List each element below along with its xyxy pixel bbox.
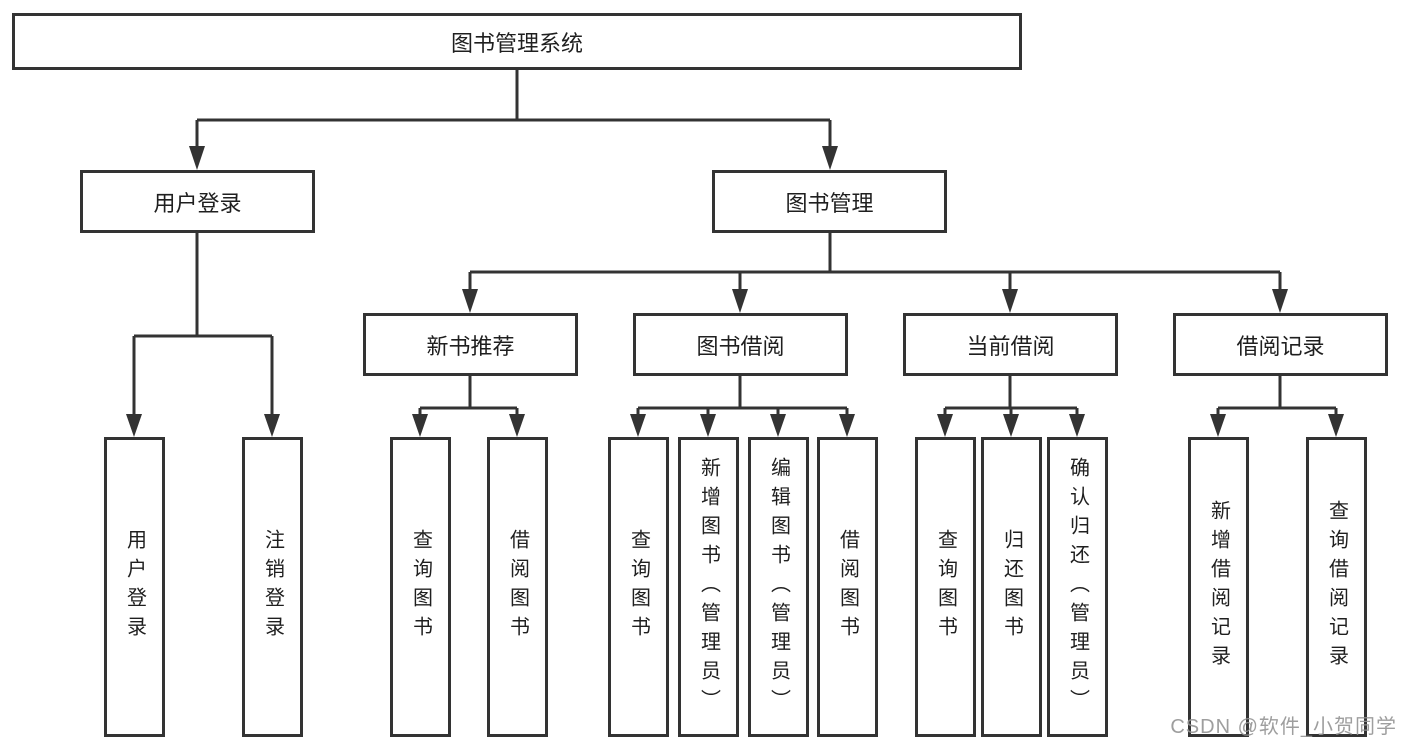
leaf-edit-book-admin-label: 编辑图书（管理员）	[767, 456, 790, 718]
leaf-add-book-admin: 新增图书（管理员）	[678, 437, 739, 737]
leaf-user-login: 用户登录	[104, 437, 165, 737]
leaf-logout: 注销登录	[242, 437, 303, 737]
leaf-borrow-books-borrowing: 借阅图书	[817, 437, 878, 737]
leaf-user-login-label: 用户登录	[123, 529, 146, 645]
leaf-query-books-recommend-label: 查询图书	[409, 529, 432, 645]
leaf-borrow-books-recommend-label: 借阅图书	[506, 529, 529, 645]
node-current-borrowing: 当前借阅	[903, 313, 1118, 376]
leaf-query-books-borrowing: 查询图书	[608, 437, 669, 737]
node-user-login: 用户登录	[80, 170, 315, 233]
node-borrowing-records: 借阅记录	[1173, 313, 1388, 376]
arrowhead-icons	[126, 146, 1344, 437]
leaf-confirm-return-admin-label: 确认归还（管理员）	[1066, 456, 1089, 718]
node-book-borrowing: 图书借阅	[633, 313, 848, 376]
leaf-add-book-admin-label: 新增图书（管理员）	[697, 456, 720, 718]
leaf-borrow-books-recommend: 借阅图书	[487, 437, 548, 737]
leaf-add-borrow-record-label: 新增借阅记录	[1207, 500, 1230, 674]
node-root-system: 图书管理系统	[12, 13, 1022, 70]
leaf-return-book-label: 归还图书	[1000, 529, 1023, 645]
leaf-edit-book-admin: 编辑图书（管理员）	[748, 437, 809, 737]
tree-edges	[132, 70, 1338, 416]
leaf-confirm-return-admin: 确认归还（管理员）	[1047, 437, 1108, 737]
leaf-query-books-borrowing-label: 查询图书	[627, 529, 650, 645]
node-new-book-recommend: 新书推荐	[363, 313, 578, 376]
leaf-query-borrow-record-label: 查询借阅记录	[1325, 500, 1348, 674]
leaf-query-books-current-label: 查询图书	[934, 529, 957, 645]
leaf-query-borrow-record: 查询借阅记录	[1306, 437, 1367, 737]
watermark: CSDN @软件_小贺同学	[1170, 716, 1397, 738]
leaf-borrow-books-borrowing-label: 借阅图书	[836, 529, 859, 645]
leaf-query-books-recommend: 查询图书	[390, 437, 451, 737]
leaf-return-book: 归还图书	[981, 437, 1042, 737]
leaf-logout-label: 注销登录	[261, 529, 284, 645]
leaf-add-borrow-record: 新增借阅记录	[1188, 437, 1249, 737]
node-book-management: 图书管理	[712, 170, 947, 233]
leaf-query-books-current: 查询图书	[915, 437, 976, 737]
